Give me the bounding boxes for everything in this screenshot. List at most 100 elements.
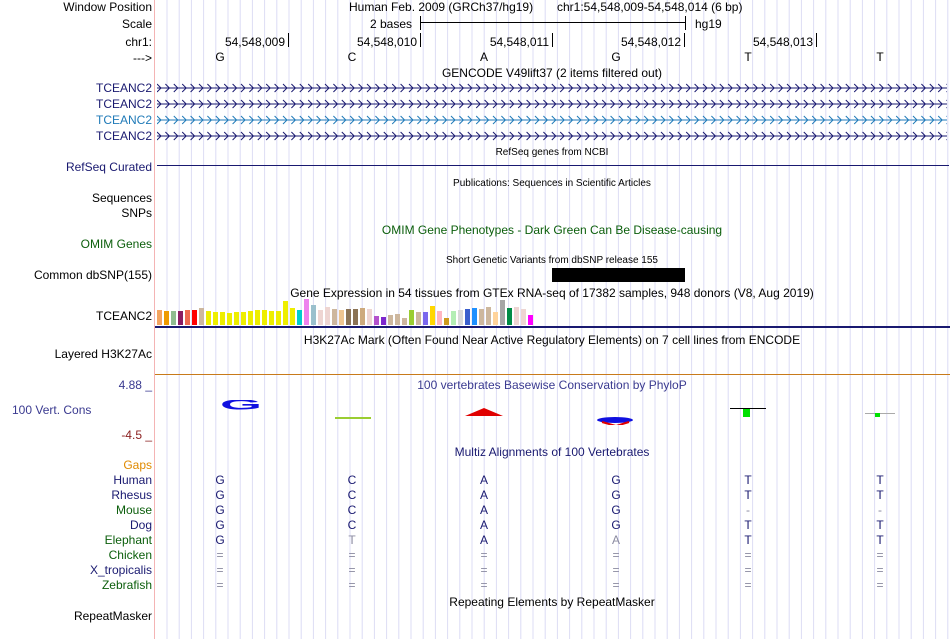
gtex-bar[interactable] [493,312,498,325]
aligned-base: T [876,488,884,502]
coord-label: 54,548,012 [620,35,681,49]
gtex-bar[interactable] [444,318,449,325]
coord-tick [684,33,685,47]
gtex-bar[interactable] [339,310,344,325]
coord-tick [816,33,817,47]
gtex-bar[interactable] [451,311,456,325]
gtex-bar[interactable] [507,308,512,325]
gtex-bar[interactable] [297,310,302,325]
gtex-bar[interactable] [234,312,239,325]
species-label-dog[interactable]: Dog [129,518,152,532]
aligned-base: G [215,503,225,517]
gtex-bar[interactable] [360,308,365,325]
gtex-bar[interactable] [430,306,435,325]
dbsnp-label[interactable]: Common dbSNP(155) [33,268,152,282]
strand-label[interactable]: ---> [133,51,152,65]
gtex-bar[interactable] [367,309,372,325]
gtex-bar[interactable] [402,318,407,325]
gtex-bar[interactable] [164,311,169,325]
gtex-bar[interactable] [304,299,309,325]
gene-label-tceanc2[interactable]: TCEANC2 [95,113,152,127]
gtex-bar[interactable] [437,311,442,325]
gtex-bar[interactable] [409,310,414,325]
aligned-base: T [744,488,752,502]
gtex-bar[interactable] [220,312,225,325]
aligned-base: G [611,473,621,487]
gtex-bar[interactable] [227,313,232,325]
gtex-bar[interactable] [346,309,351,325]
gtex-bar[interactable] [241,312,246,325]
omim-label[interactable]: OMIM Genes [80,237,152,251]
aligned-base: T [876,533,884,547]
gene-label-tceanc2[interactable]: TCEANC2 [95,97,152,111]
phylop-logo: G [220,400,895,425]
cons-glyph-g2 [597,417,633,423]
gtex-bar[interactable] [521,309,526,325]
gtex-bar[interactable] [374,316,379,325]
coord-label: 54,548,013 [752,35,813,49]
species-label-elephant[interactable]: Elephant [104,533,152,547]
gtex-bar[interactable] [171,311,176,325]
gene-track-tceanc2[interactable] [157,114,947,126]
gtex-bar[interactable] [395,314,400,325]
gtex-bar[interactable] [157,310,162,325]
snps-label[interactable]: SNPs [121,206,152,220]
refseq-line[interactable] [157,165,949,166]
gtex-bar[interactable] [311,305,316,325]
gtex-bar[interactable] [353,309,358,325]
gtex-bar[interactable] [318,310,323,325]
species-label-x_tropicalis[interactable]: X_tropicalis [89,563,152,577]
grid-lines [166,0,949,639]
gtex-bar[interactable] [332,309,337,325]
ref-base: T [876,50,884,64]
gtex-bar[interactable] [255,310,260,325]
gtex-label[interactable]: TCEANC2 [95,309,152,323]
gtex-bar[interactable] [192,310,197,325]
repeatmasker-label[interactable]: RepeatMasker [73,609,152,623]
gtex-bar[interactable] [325,307,330,325]
species-label-human[interactable]: Human [113,473,152,487]
refseq-label[interactable]: RefSeq Curated [65,160,152,174]
gtex-bar[interactable] [458,310,463,325]
gtex-bar[interactable] [185,310,190,325]
gtex-bar[interactable] [199,308,204,325]
gaps-label[interactable]: Gaps [123,458,152,472]
gene-track-tceanc2[interactable] [157,130,947,142]
h3k27ac-label[interactable]: Layered H3K27Ac [54,347,152,361]
sequences-label[interactable]: Sequences [91,191,152,205]
gene-track-tceanc2[interactable] [157,98,947,110]
dbsnp-variant[interactable] [552,268,685,282]
gtex-bar[interactable] [290,308,295,325]
gene-label-tceanc2[interactable]: TCEANC2 [95,81,152,95]
chrom-label: chr1: [125,35,152,49]
gtex-bar[interactable] [486,307,491,325]
gtex-bar[interactable] [514,307,519,325]
species-label-rhesus[interactable]: Rhesus [111,488,152,502]
gtex-bar[interactable] [206,311,211,325]
gene-label-tceanc2[interactable]: TCEANC2 [95,129,152,143]
gtex-bar[interactable] [262,310,267,325]
aligned-base: G [215,533,225,547]
gtex-bar[interactable] [283,301,288,325]
gene-track-tceanc2[interactable] [157,82,947,94]
gtex-bar[interactable] [465,309,470,325]
phylop-label[interactable]: 100 Vert. Cons [12,403,92,417]
gtex-bar[interactable] [479,309,484,325]
species-label-chicken[interactable]: Chicken [108,548,152,562]
aligned-base: = [876,548,884,562]
species-label-zebrafish[interactable]: Zebrafish [101,578,152,592]
gtex-bar[interactable] [528,315,533,325]
aligned-base: = [480,548,488,562]
gtex-bar[interactable] [213,312,218,325]
gtex-bar[interactable] [500,300,505,325]
gtex-bar[interactable] [276,311,281,325]
gtex-bar[interactable] [381,317,386,325]
gtex-bar[interactable] [472,308,477,325]
gtex-bar[interactable] [178,311,183,325]
gtex-bar[interactable] [416,312,421,325]
gtex-bar[interactable] [423,312,428,325]
gtex-bar[interactable] [388,315,393,325]
gtex-bar[interactable] [269,311,274,325]
gtex-bar[interactable] [248,311,253,325]
species-label-mouse[interactable]: Mouse [115,503,152,517]
